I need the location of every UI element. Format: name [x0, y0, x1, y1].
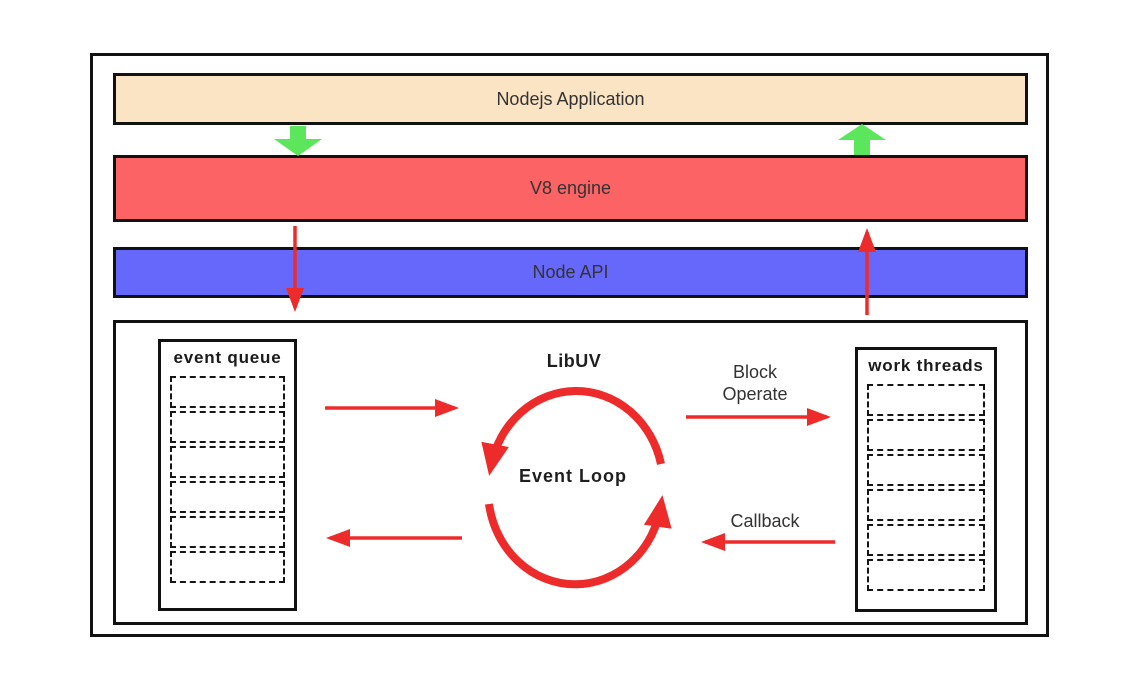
callback-label: Callback [730, 511, 800, 531]
nodejs-application-layer: Nodejs Application [113, 73, 1028, 125]
queue-slot [170, 411, 285, 443]
block-operate-line2: Operate [722, 384, 788, 404]
work-threads-box: work threads [855, 347, 997, 612]
event-queue-box: event queue [158, 339, 297, 611]
work-threads-slots [867, 384, 985, 591]
node-api-layer: Node API [113, 247, 1028, 298]
v8-engine-layer: V8 engine [113, 155, 1028, 222]
event-queue-title: event queue [173, 348, 282, 367]
queue-slot [867, 384, 985, 416]
queue-slot [867, 489, 985, 521]
libuv-title: LibUV [546, 351, 602, 371]
queue-slot [867, 454, 985, 486]
queue-slot [867, 524, 985, 556]
block-operate-line1: Block [732, 362, 777, 382]
queue-slot [170, 376, 285, 408]
queue-slot [170, 446, 285, 478]
event-queue-slots [170, 376, 285, 583]
event-loop-label: Event Loop [519, 466, 627, 486]
nodejs-application-label: Nodejs Application [496, 88, 645, 109]
queue-slot [867, 559, 985, 591]
v8-engine-label: V8 engine [529, 178, 612, 198]
node-api-label: Node API [532, 262, 609, 282]
queue-slot [170, 481, 285, 513]
work-threads-title: work threads [868, 356, 984, 375]
queue-slot [170, 516, 285, 548]
block-operate-label: Block Operate [680, 361, 830, 405]
queue-slot [170, 551, 285, 583]
queue-slot [867, 419, 985, 451]
